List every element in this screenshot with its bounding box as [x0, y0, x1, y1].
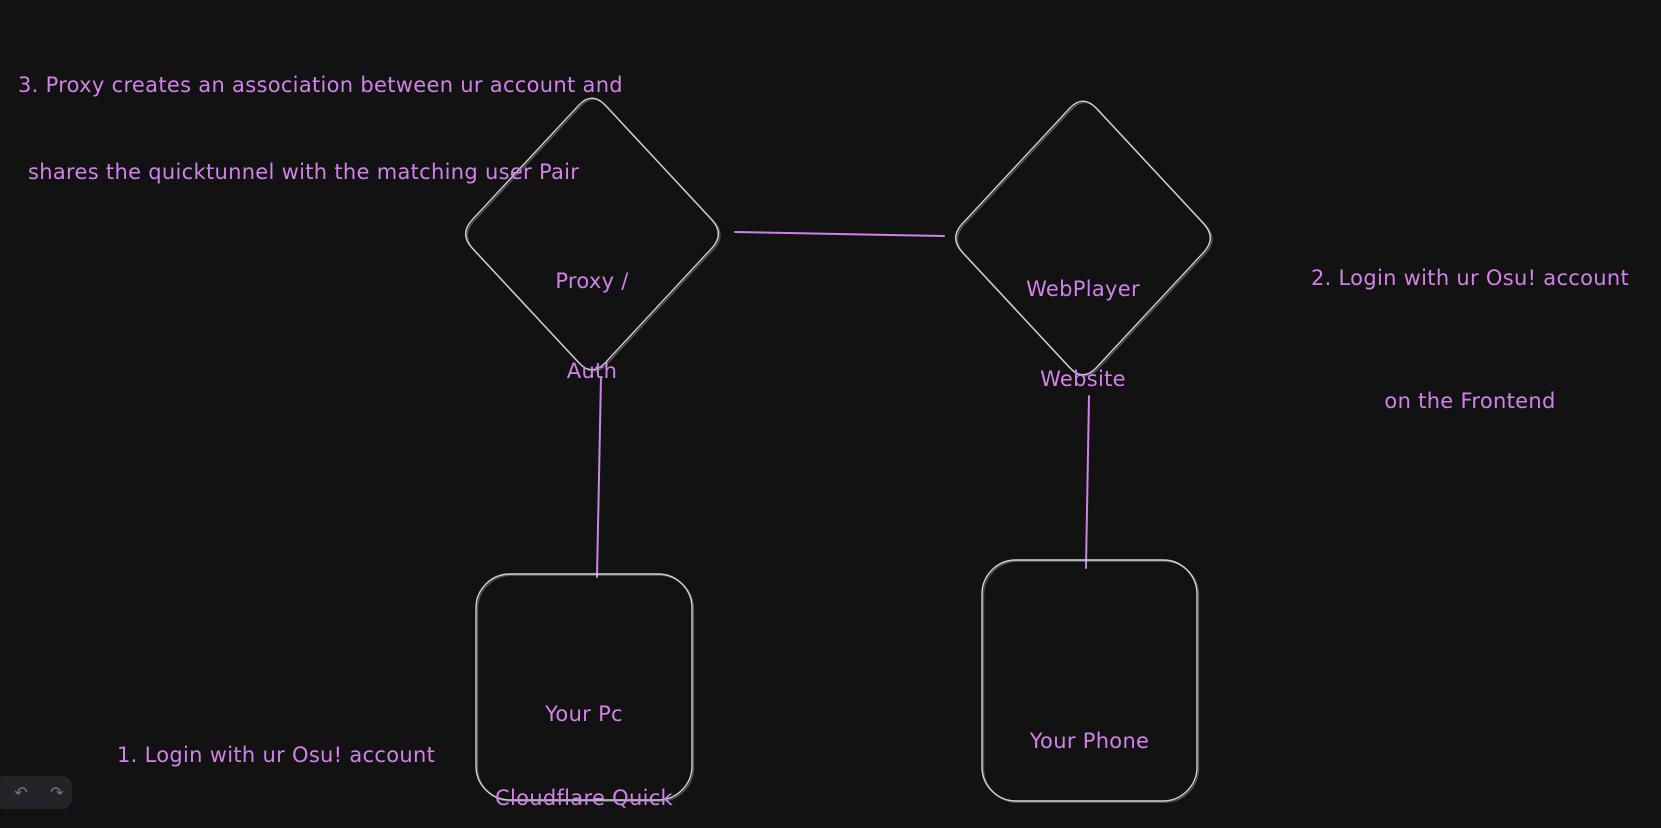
- node-phone-label[interactable]: Your Phone: [982, 671, 1197, 811]
- phone-label-line-1: Your Phone: [1029, 729, 1150, 753]
- undo-icon: ↶: [14, 782, 28, 802]
- redo-button[interactable]: ↷: [44, 780, 70, 806]
- node-pc-server-label[interactable]: Your Pc Cloudflare Quick tunnel Webserve…: [476, 644, 692, 828]
- undo-redo-toolbar: ↶ ↷: [0, 776, 72, 809]
- webplayer-label-line-2: Website: [1040, 367, 1126, 391]
- node-webplayer-diamond[interactable]: [955, 100, 1211, 376]
- rect-pc-server-outline-ghost: [476, 574, 695, 802]
- annotation-step-3-line-2: shares the quicktunnel with the matching…: [28, 160, 580, 184]
- node-pc-server-rect[interactable]: [475, 573, 693, 801]
- redo-icon: ↷: [50, 782, 64, 802]
- annotation-step-3-line-1: 3. Proxy creates an association between …: [18, 73, 623, 97]
- node-proxy-auth-label[interactable]: Proxy / Auth: [492, 206, 692, 446]
- pc-server-label-line-2: Cloudflare Quick: [494, 786, 674, 810]
- proxy-auth-label-line-2: Auth: [566, 359, 618, 383]
- annotation-step-1[interactable]: 1. Login with ur Osu! account on the Dis…: [117, 683, 435, 828]
- edge-webplayer-phone[interactable]: [1085, 395, 1090, 569]
- rect-phone-outline-ghost: [982, 560, 1200, 803]
- annotation-step-2-line-1: 2. Login with ur Osu! account: [1310, 266, 1630, 290]
- node-phone-rect[interactable]: [981, 559, 1198, 802]
- annotation-step-2[interactable]: 2. Login with ur Osu! account on the Fro…: [1302, 176, 1638, 504]
- edge-proxy-pcserver[interactable]: [596, 376, 602, 578]
- edge-proxy-webplayer[interactable]: [734, 231, 945, 237]
- proxy-auth-label-line-1: Proxy /: [555, 269, 629, 293]
- undo-button[interactable]: ↶: [8, 780, 34, 806]
- node-webplayer-label[interactable]: WebPlayer Website: [983, 214, 1183, 454]
- webplayer-label-line-1: WebPlayer: [1026, 277, 1140, 301]
- pc-server-label-line-1: Your Pc: [545, 702, 623, 726]
- annotation-step-2-line-2: on the Frontend: [1384, 389, 1556, 413]
- node-proxy-auth-diamond[interactable]: [464, 97, 720, 371]
- annotation-step-3[interactable]: 3. Proxy creates an association between …: [18, 13, 623, 245]
- annotation-step-1-line-1: 1. Login with ur Osu! account: [117, 743, 436, 767]
